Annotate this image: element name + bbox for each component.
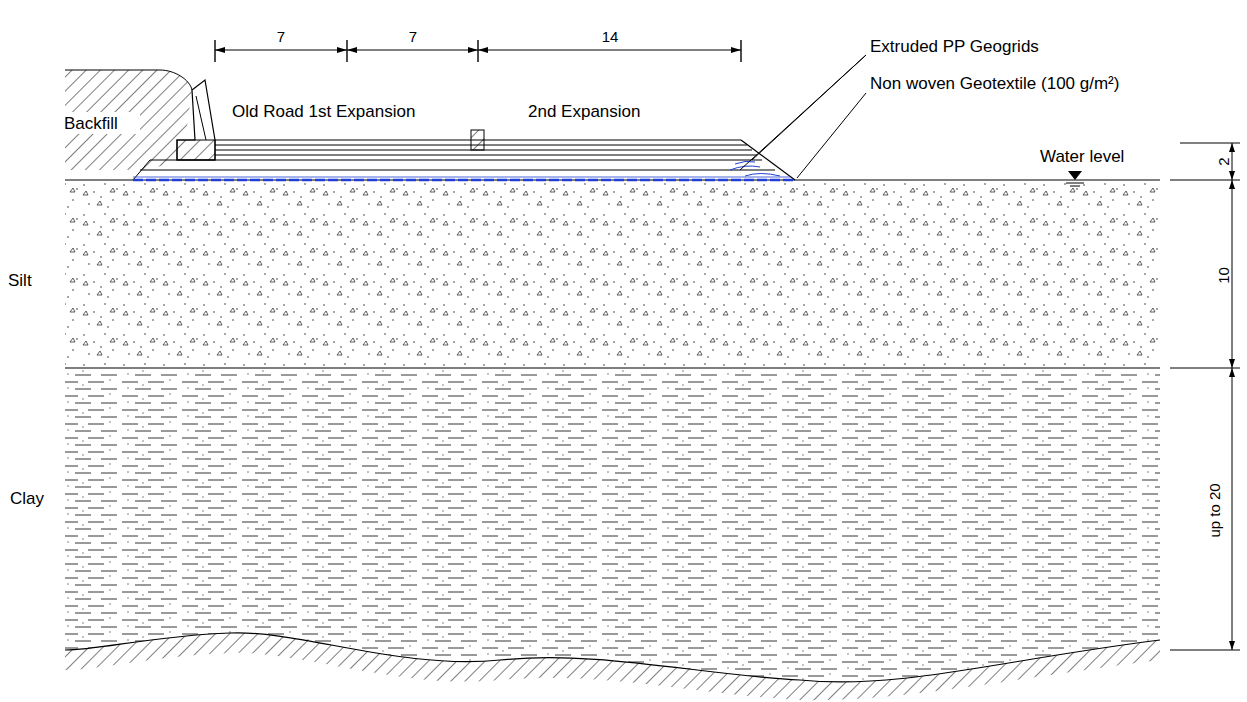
dimension: up to 20 xyxy=(1206,481,1221,539)
dimension: 7 xyxy=(277,29,285,44)
dimension: 7 xyxy=(409,29,417,44)
layer-label: Backfill xyxy=(64,115,118,132)
callout-label: Non woven Geotextile (100 g/m²) xyxy=(870,75,1119,92)
layer-label: Clay xyxy=(10,490,44,507)
dimension: 14 xyxy=(602,29,619,44)
section-label: Old Road 1st Expansion xyxy=(232,103,415,120)
dimension: 10 xyxy=(1216,265,1231,286)
layer-label: Silt xyxy=(8,272,32,289)
dimension: 2 xyxy=(1216,155,1231,167)
water-level-label: Water level xyxy=(1040,148,1124,165)
section-label: 2nd Expansion xyxy=(528,103,640,120)
callout-label: Extruded PP Geogrids xyxy=(870,38,1039,55)
